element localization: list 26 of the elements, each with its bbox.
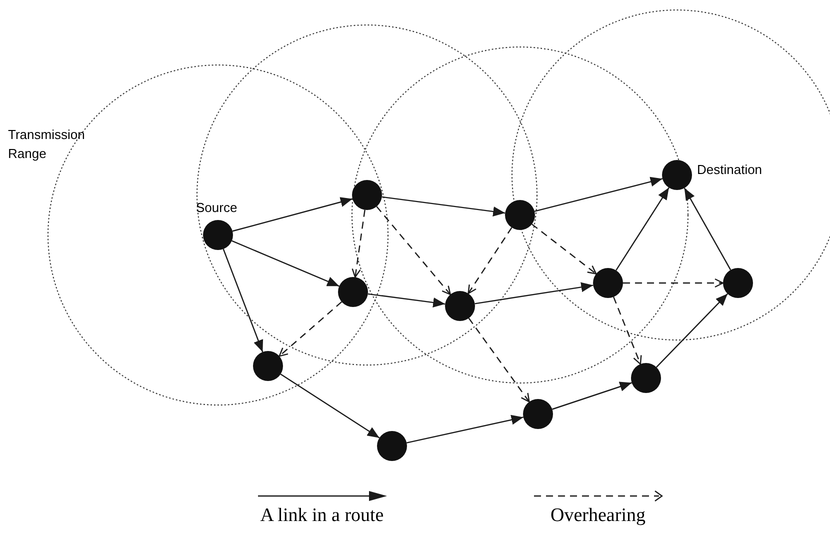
range-label: Transmission Range <box>8 126 86 163</box>
arrow <box>552 382 632 410</box>
legend-text: Overhearing <box>550 506 646 525</box>
arrow <box>232 240 340 287</box>
dashed-arrow <box>468 318 530 402</box>
dashed-arrow <box>623 278 724 288</box>
dashed-arrow <box>278 301 342 357</box>
arrow <box>656 293 728 368</box>
dashed-arrow <box>376 206 451 296</box>
arrow <box>368 293 446 308</box>
arrow <box>232 197 353 232</box>
node-label: Destination <box>697 163 762 176</box>
legend-text: A link in a route <box>260 506 384 525</box>
dashed-arrow <box>532 224 597 274</box>
arrow <box>222 248 264 352</box>
dashed-arrow <box>468 227 512 294</box>
arrow <box>406 414 524 444</box>
arrow <box>474 282 594 304</box>
node-label: Source <box>196 201 238 214</box>
dashed-arrow <box>613 296 642 365</box>
arrow <box>382 196 506 216</box>
arrow <box>684 188 732 270</box>
dashed-arrow <box>352 210 366 278</box>
arrow <box>616 187 670 271</box>
arrow <box>280 374 380 438</box>
arrow <box>534 176 663 212</box>
